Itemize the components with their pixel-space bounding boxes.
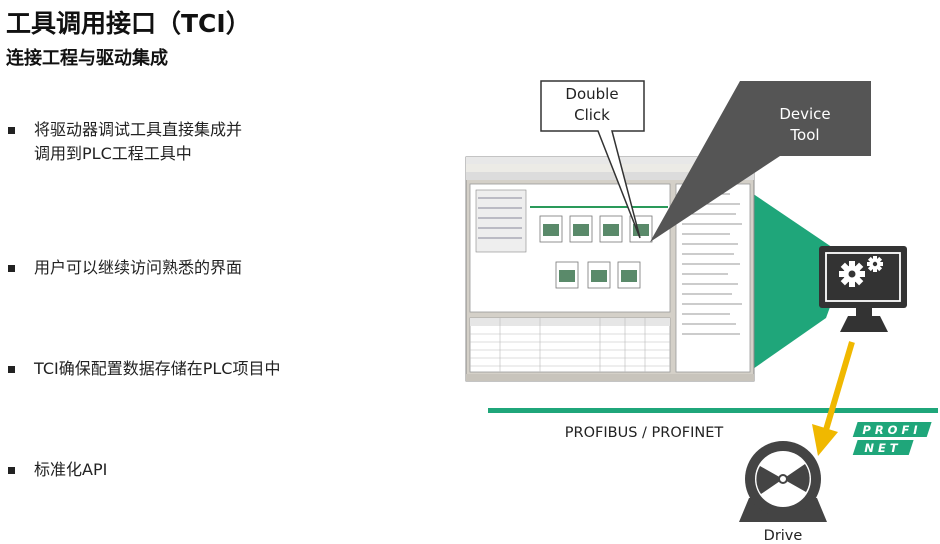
profinet-logo-line2: NET bbox=[864, 441, 901, 455]
bullet-marker bbox=[8, 366, 15, 373]
double-click-callout: Double Click bbox=[540, 80, 645, 239]
green-beam-shape bbox=[740, 185, 848, 378]
bus-label: PROFIBUS / PROFINET bbox=[565, 425, 724, 441]
drive-label: Drive bbox=[764, 528, 803, 544]
bullet-text: TCI确保配置数据存储在PLC项目中 bbox=[34, 359, 281, 378]
profinet-logo: PROFI NET bbox=[852, 422, 932, 455]
bullet-marker bbox=[8, 265, 15, 272]
bullet-text: 标准化API bbox=[34, 460, 108, 479]
bus-line bbox=[488, 408, 938, 413]
gear-small-icon bbox=[867, 256, 883, 272]
yellow-arrow-icon bbox=[812, 341, 855, 456]
bullet-marker bbox=[8, 127, 15, 134]
device-tool-monitor-icon bbox=[819, 246, 907, 332]
bullet-item-2: 用户可以继续访问熟悉的界面 bbox=[8, 256, 242, 280]
device-tool-label-line2: Tool bbox=[789, 126, 819, 144]
device-tool-callout: Device Tool bbox=[650, 81, 871, 242]
double-click-label-line1: Double bbox=[565, 85, 618, 103]
device-tool-label-line1: Device bbox=[779, 105, 830, 123]
bullet-item-4: 标准化API bbox=[8, 458, 107, 482]
bullet-text: 将驱动器调试工具直接集成并 调用到PLC工程工具中 bbox=[34, 120, 243, 163]
bullet-item-3: TCI确保配置数据存储在PLC项目中 bbox=[8, 357, 280, 381]
drive-icon bbox=[739, 441, 827, 522]
profinet-logo-line1: PROFI bbox=[862, 423, 921, 437]
page-subtitle: 连接工程与驱动集成 bbox=[6, 48, 168, 69]
double-click-label-line2: Click bbox=[574, 106, 610, 124]
gear-large-icon bbox=[839, 261, 865, 287]
bullet-item-1: 将驱动器调试工具直接集成并 调用到PLC工程工具中 bbox=[8, 118, 242, 166]
page-title: 工具调用接口（TCI） bbox=[6, 9, 251, 38]
bullet-text: 用户可以继续访问熟悉的界面 bbox=[34, 258, 243, 277]
bullet-marker bbox=[8, 467, 15, 474]
